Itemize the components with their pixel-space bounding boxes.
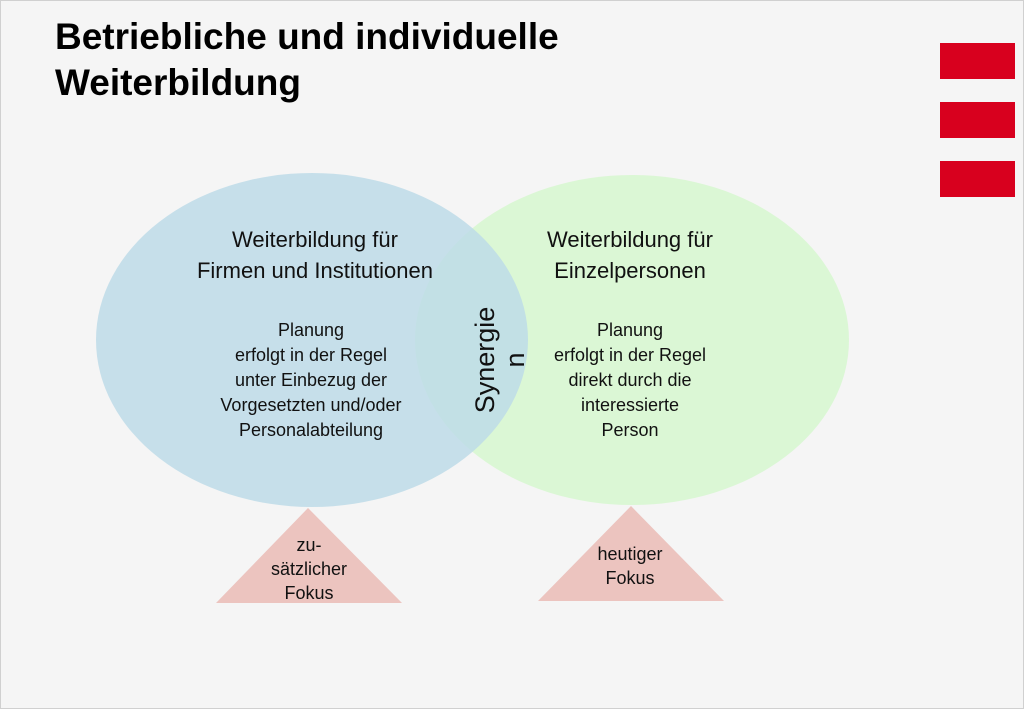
- triangle-current-focus: [538, 506, 724, 601]
- individual-body: Planung erfolgt in der Regel direkt durc…: [520, 318, 740, 443]
- synergy-line-1: Synergie: [470, 306, 500, 414]
- synergy-label: Synergie n: [470, 260, 530, 460]
- circle-individual: [415, 175, 849, 505]
- current-focus-line-2: Fokus: [605, 568, 655, 588]
- current-focus-line-1: heutiger: [597, 544, 663, 564]
- individual-heading-line-2: Einzelpersonen: [554, 258, 706, 283]
- synergy-line-2: n: [500, 352, 530, 368]
- slide-title: Betriebliche und individuelle Weiterbild…: [55, 14, 875, 106]
- individual-body-line-4: interessierte: [580, 395, 680, 415]
- company-heading: Weiterbildung für Firmen und Institution…: [160, 224, 470, 286]
- individual-body-line-3: direkt durch die: [568, 370, 692, 390]
- triangle-additional-focus: [216, 508, 402, 603]
- individual-body-line-1: Planung: [596, 320, 664, 340]
- additional-focus-label: zu- sätzlicher Fokus: [254, 533, 364, 605]
- logo-bar-middle: [940, 102, 1015, 138]
- company-body: Planung erfolgt in der Regel unter Einbe…: [180, 318, 442, 443]
- individual-body-line-5: Person: [601, 420, 659, 440]
- circle-company: [96, 173, 528, 507]
- individual-heading: Weiterbildung für Einzelpersonen: [500, 224, 760, 286]
- logo-bar-top: [940, 43, 1015, 79]
- title-line-1: Betriebliche und individuelle: [55, 16, 559, 57]
- logo-bar-bottom: [940, 161, 1015, 197]
- company-body-line-1: Planung: [277, 320, 345, 340]
- additional-focus-line-1: zu-: [296, 535, 322, 555]
- company-body-line-2: erfolgt in der Regel: [234, 345, 388, 365]
- additional-focus-line-2: sätzlicher: [270, 559, 348, 579]
- synergy-text: Synergie n: [470, 285, 530, 435]
- company-heading-line-1: Weiterbildung für: [232, 227, 398, 252]
- company-body-line-3: unter Einbezug der: [234, 370, 388, 390]
- individual-body-line-2: erfolgt in der Regel: [553, 345, 707, 365]
- title-line-2: Weiterbildung: [55, 62, 301, 103]
- additional-focus-line-3: Fokus: [284, 583, 334, 603]
- company-body-line-4: Vorgesetzten und/oder: [220, 395, 402, 415]
- current-focus-label: heutiger Fokus: [575, 542, 685, 590]
- company-body-line-5: Personalabteilung: [238, 420, 384, 440]
- company-heading-line-2: Firmen und Institutionen: [196, 258, 434, 283]
- individual-heading-line-1: Weiterbildung für: [547, 227, 713, 252]
